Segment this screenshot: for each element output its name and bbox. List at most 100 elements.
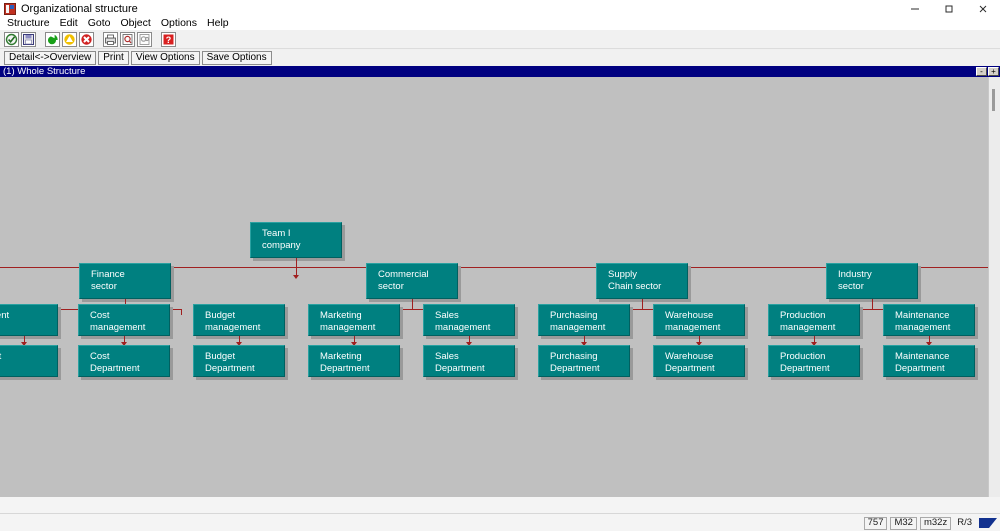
connector xyxy=(24,336,25,346)
exit-yellow-arrow-icon[interactable] xyxy=(62,31,77,47)
org-node-maintenance-management[interactable]: Maintenance management xyxy=(883,304,975,336)
connector-arrow-icon xyxy=(21,342,27,346)
menu-structure[interactable]: Structure xyxy=(7,17,50,29)
bottom-gap xyxy=(0,497,1000,513)
org-node-management-clipped[interactable]: ment xyxy=(0,304,58,336)
status-bar: 757 M32 m32z R/3 xyxy=(0,513,1000,531)
org-node-production-department[interactable]: Production Department xyxy=(768,345,860,377)
org-node-cost-department[interactable]: Cost Department xyxy=(78,345,170,377)
org-node-marketing-department[interactable]: Marketing Department xyxy=(308,345,400,377)
org-node-sector-industry[interactable]: Industry sector xyxy=(826,263,918,299)
org-node-budget-department[interactable]: Budget Department xyxy=(193,345,285,377)
mdi-title-bar: (1) Whole Structure - + xyxy=(0,66,1000,77)
close-button[interactable] xyxy=(966,0,1000,17)
connector-arrow-icon xyxy=(351,342,357,346)
sap-app-icon xyxy=(4,2,16,15)
mdi-restore-button[interactable]: + xyxy=(988,67,999,76)
menu-options[interactable]: Options xyxy=(160,17,198,29)
connector xyxy=(469,336,470,346)
org-node-sector-supply-chain[interactable]: Supply Chain sector xyxy=(596,263,688,299)
back-green-arrow-icon[interactable] xyxy=(45,31,60,47)
org-node-warehouse-management[interactable]: Warehouse management xyxy=(653,304,745,336)
org-node-budget-management[interactable]: Budget management xyxy=(193,304,285,336)
status-system: M32 xyxy=(890,516,917,530)
connector xyxy=(412,299,413,309)
help-icon[interactable]: ? xyxy=(161,31,176,47)
status-bar-fields: 757 M32 m32z R/3 xyxy=(861,514,1000,531)
print-icon[interactable] xyxy=(103,31,118,47)
mdi-minimize-button[interactable]: - xyxy=(976,67,987,76)
view-options-button[interactable]: View Options xyxy=(130,51,200,65)
node-line1: Supply xyxy=(608,269,638,280)
node-line1: Warehouse xyxy=(665,310,714,321)
node-line1: Maintenance xyxy=(895,310,950,321)
save-options-button[interactable]: Save Options xyxy=(201,51,272,65)
node-line2: management xyxy=(665,322,721,333)
node-line1: Finance xyxy=(91,269,125,280)
menu-object[interactable]: Object xyxy=(120,17,151,29)
org-node-department-clipped[interactable]: ent xyxy=(0,345,58,377)
org-node-purchasing-management[interactable]: Purchasing management xyxy=(538,304,630,336)
menu-edit[interactable]: Edit xyxy=(59,17,78,29)
node-line2: management xyxy=(895,322,951,333)
org-node-maintenance-department[interactable]: Maintenance Department xyxy=(883,345,975,377)
connector-arrow-icon xyxy=(466,342,472,346)
status-product: R/3 xyxy=(957,517,972,528)
save-icon[interactable] xyxy=(21,31,36,47)
org-node-cost-management[interactable]: Cost management xyxy=(78,304,170,336)
node-line1: Marketing xyxy=(320,310,362,321)
connector xyxy=(872,299,873,309)
org-node-marketing-management[interactable]: Marketing management xyxy=(308,304,400,336)
maximize-button[interactable] xyxy=(932,0,966,17)
node-line2: management xyxy=(435,322,491,333)
org-node-sales-department[interactable]: Sales Department xyxy=(423,345,515,377)
node-line1: Purchasing xyxy=(550,310,598,321)
cancel-red-x-icon[interactable] xyxy=(79,31,94,47)
connector-arrow-icon xyxy=(236,342,242,346)
minimize-button[interactable] xyxy=(898,0,932,17)
org-node-sales-management[interactable]: Sales management xyxy=(423,304,515,336)
chart-vertical-scrollbar[interactable] xyxy=(988,77,1000,502)
node-line2: company xyxy=(262,240,301,251)
org-chart-canvas[interactable]: Team I company Finance sector Commercial… xyxy=(0,77,988,502)
find-next-icon[interactable] xyxy=(137,31,152,47)
check-enter-icon[interactable] xyxy=(4,31,19,47)
connector-bus xyxy=(312,309,510,310)
node-line2: management xyxy=(90,322,146,333)
node-line1: Cost xyxy=(90,310,110,321)
connector-arrow-icon xyxy=(926,342,932,346)
org-node-sector-finance[interactable]: Finance sector xyxy=(79,263,171,299)
svg-text:?: ? xyxy=(166,35,172,45)
node-line2: management xyxy=(550,322,606,333)
node-line1: Industry xyxy=(838,269,872,280)
node-line2: Department xyxy=(320,363,370,374)
node-line2: management xyxy=(780,322,836,333)
mdi-child-window: (1) Whole Structure - + Team I company xyxy=(0,66,1000,514)
connector-arrow-icon xyxy=(121,342,127,346)
connector xyxy=(584,336,585,346)
menu-help[interactable]: Help xyxy=(207,17,229,29)
org-node-warehouse-department[interactable]: Warehouse Department xyxy=(653,345,745,377)
node-line2: Department xyxy=(205,363,255,374)
org-node-root[interactable]: Team I company xyxy=(250,222,342,258)
org-node-production-management[interactable]: Production management xyxy=(768,304,860,336)
node-line1: Marketing xyxy=(320,351,362,362)
detail-overview-button[interactable]: Detail<->Overview xyxy=(4,51,97,65)
find-icon[interactable] xyxy=(120,31,135,47)
mdi-window-controls: - + xyxy=(976,67,999,76)
node-line1: Budget xyxy=(205,351,236,362)
org-node-sector-commercial[interactable]: Commercial sector xyxy=(366,263,458,299)
menu-goto[interactable]: Goto xyxy=(87,17,111,29)
sap-r3-logo-icon xyxy=(979,518,997,528)
scrollbar-thumb[interactable] xyxy=(992,89,995,111)
org-node-purchasing-department[interactable]: Purchasing Department xyxy=(538,345,630,377)
connector xyxy=(296,258,297,267)
connector-bus xyxy=(542,309,740,310)
connector xyxy=(181,309,182,315)
node-line2: Department xyxy=(435,363,485,374)
print-button[interactable]: Print xyxy=(98,51,129,65)
node-line2: Department xyxy=(895,363,945,374)
node-line1: Sales xyxy=(435,351,459,362)
connector-arrow-icon xyxy=(581,342,587,346)
